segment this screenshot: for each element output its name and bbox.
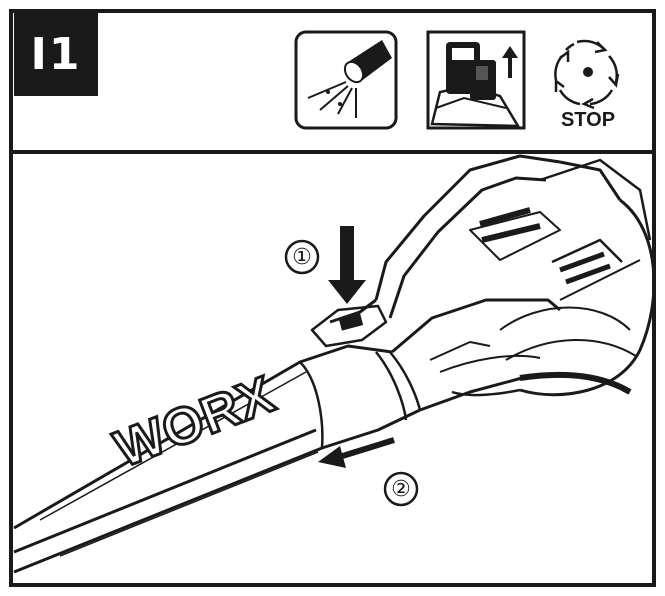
leaf-blower-illustration (13, 154, 656, 574)
fan-stop-icon (554, 39, 620, 110)
callout-1-number: ① (292, 244, 312, 270)
press-down-arrow (328, 226, 366, 304)
callout-circle-1 (284, 239, 320, 275)
battery-removal-icon (426, 30, 526, 130)
callout-circle-2 (383, 471, 419, 507)
pull-out-arrow (318, 437, 395, 468)
stop-text: STOP (560, 109, 616, 131)
eye-protection-icon (294, 30, 398, 130)
step-label: I1 (14, 12, 98, 96)
callout-2-number: ② (391, 476, 411, 502)
